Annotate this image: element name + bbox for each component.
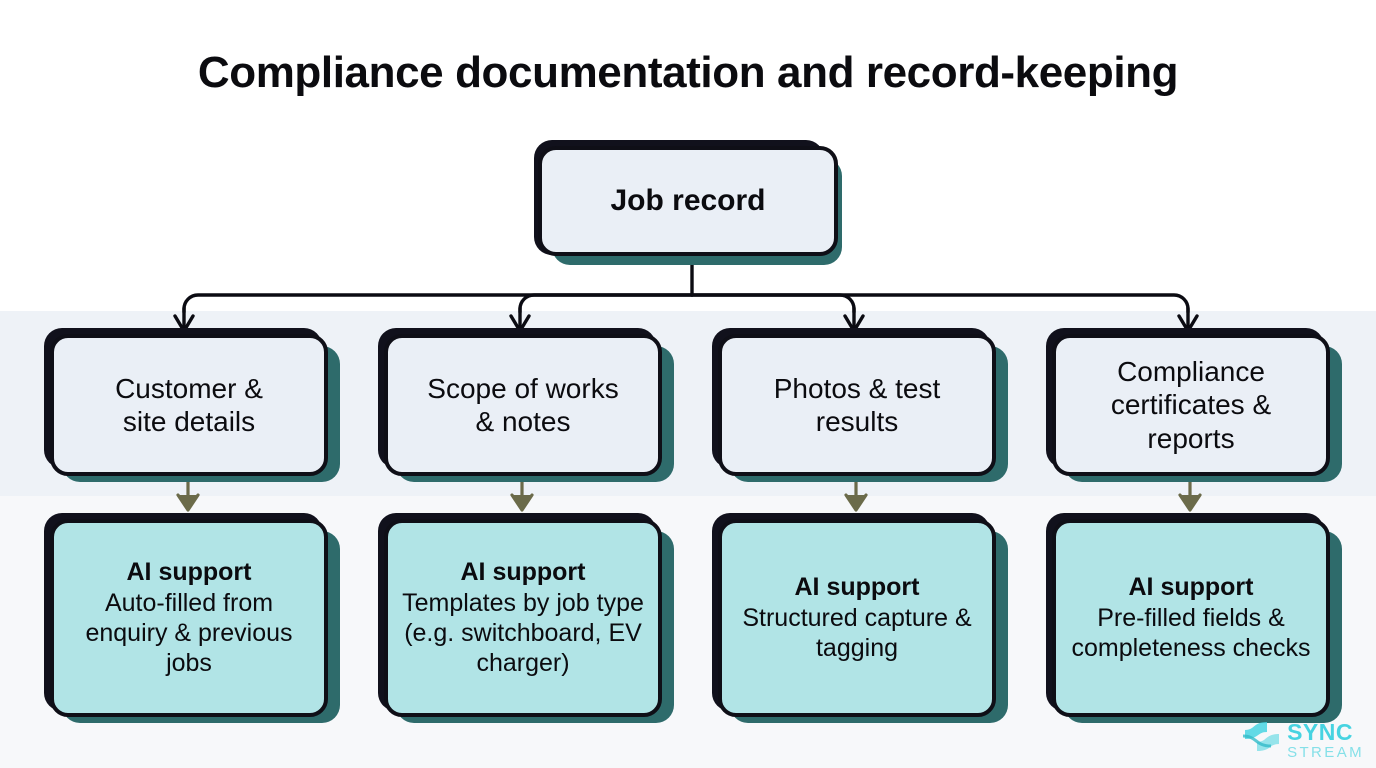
node-scope-of-works[interactable]: Scope of works & notes [384, 334, 662, 476]
node-label-line2: results [815, 406, 899, 437]
watermark-text: SYNC STREAM [1287, 718, 1364, 761]
node-job-record-label: Job record [610, 183, 766, 217]
node-label-line1: Scope of works [427, 372, 619, 404]
node-ai-support-scope[interactable]: AI support Templates by job type (e.g. s… [384, 519, 662, 717]
ai-support-body: Auto-filled from enquiry & previous jobs [85, 588, 293, 677]
node-compliance-certificates[interactable]: Compliance certificates & reports [1052, 334, 1330, 476]
page-title: Compliance documentation and record-keep… [197, 48, 1179, 97]
ai-support-body: Pre-filled fields & completeness checks [1071, 603, 1311, 662]
watermark-secondary: STREAM [1287, 743, 1364, 761]
ai-support-heading: AI support [126, 558, 252, 587]
ai-support-heading: AI support [1128, 573, 1254, 602]
watermark: SYNC STREAM [1241, 720, 1364, 760]
node-job-record[interactable]: Job record [538, 146, 838, 256]
node-label-line2: certificates & [1110, 389, 1272, 421]
node-label-line1: Compliance [1117, 356, 1265, 388]
node-label-line3: reports [1147, 422, 1235, 454]
connector-bus [182, 293, 1190, 314]
node-label-line1: Customer & [115, 372, 263, 404]
ai-support-body: Templates by job type (e.g. switchboard,… [402, 588, 644, 677]
watermark-primary: SYNC [1287, 718, 1353, 745]
ai-support-body: Structured capture & tagging [742, 603, 972, 662]
node-customer-site-details[interactable]: Customer & site details [50, 334, 328, 476]
node-ai-support-photos[interactable]: AI support Structured capture & tagging [718, 519, 996, 717]
ai-support-heading: AI support [794, 573, 920, 602]
node-photos-test-results[interactable]: Photos & test results [718, 334, 996, 476]
ai-support-heading: AI support [460, 558, 586, 587]
node-label-line2: site details [122, 406, 256, 437]
node-ai-support-compliance[interactable]: AI support Pre-filled fields & completen… [1052, 519, 1330, 717]
node-label-line1: Photos & test [773, 372, 941, 404]
node-ai-support-customer[interactable]: AI support Auto-filled from enquiry & pr… [50, 519, 328, 717]
node-label-line2: & notes [475, 406, 571, 437]
sync-stream-logo-icon [1242, 722, 1280, 751]
